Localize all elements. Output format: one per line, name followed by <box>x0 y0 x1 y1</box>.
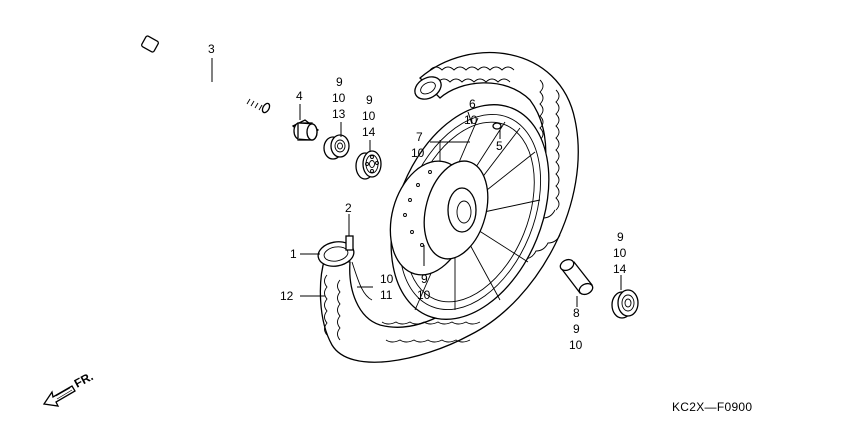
spoke-nipple-part-5 <box>492 122 502 130</box>
callout-6-10: 6 10 <box>464 97 478 127</box>
svg-text:9: 9 <box>421 272 428 286</box>
front-direction-label: FR. <box>72 369 96 390</box>
svg-text:12: 12 <box>280 289 294 303</box>
tube-cutaway-part-1 <box>317 241 355 267</box>
svg-text:10: 10 <box>411 146 425 160</box>
callout-10-11: 10 11 <box>380 272 394 302</box>
collar-part-4 <box>291 119 320 141</box>
svg-text:11: 11 <box>380 288 393 302</box>
bearing-part-14-lower <box>611 289 639 319</box>
callout-5: 5 <box>496 139 503 153</box>
bearing-part-14-upper <box>355 150 382 180</box>
rim-band-part-11 <box>351 261 373 301</box>
svg-text:9: 9 <box>366 93 373 107</box>
svg-text:14: 14 <box>613 262 627 276</box>
leader-lines <box>211 58 622 307</box>
svg-text:4: 4 <box>296 89 303 103</box>
svg-text:14: 14 <box>362 125 376 139</box>
callout-9-10-14-upper: 9 10 14 <box>362 93 376 139</box>
callout-9-10-13: 9 10 13 <box>332 75 346 121</box>
svg-text:10: 10 <box>380 272 394 286</box>
svg-text:7: 7 <box>416 130 423 144</box>
callout-3: 3 <box>208 42 215 56</box>
valve-part-2 <box>345 226 354 251</box>
svg-text:6: 6 <box>469 97 476 111</box>
wheel-hub <box>389 160 489 276</box>
diagram-code: KC2X—F0900 <box>672 400 752 414</box>
collar-part-8 <box>559 258 594 296</box>
callout-9-10-14-lower: 9 10 14 <box>613 230 627 276</box>
front-axle <box>141 35 271 114</box>
svg-text:9: 9 <box>573 322 580 336</box>
callout-1: 1 <box>290 247 297 261</box>
svg-text:13: 13 <box>332 107 346 121</box>
svg-text:10: 10 <box>332 91 346 105</box>
svg-text:9: 9 <box>336 75 343 89</box>
svg-text:9: 9 <box>617 230 624 244</box>
svg-text:8: 8 <box>573 306 580 320</box>
svg-text:3: 3 <box>208 42 215 56</box>
dust-seal-part-13 <box>323 134 350 160</box>
callout-4: 4 <box>296 89 303 103</box>
svg-text:5: 5 <box>496 139 503 153</box>
svg-text:10: 10 <box>362 109 376 123</box>
svg-text:10: 10 <box>569 338 583 352</box>
svg-text:10: 10 <box>417 288 431 302</box>
svg-text:2: 2 <box>345 201 352 215</box>
callout-12: 12 <box>280 289 294 303</box>
callout-2: 2 <box>345 201 352 215</box>
svg-text:10: 10 <box>464 113 478 127</box>
callout-9-10-mid: 9 10 <box>417 272 431 302</box>
svg-text:10: 10 <box>613 246 627 260</box>
callout-7-10: 7 10 <box>411 130 425 160</box>
front-direction-arrow-icon: FR. <box>42 369 96 407</box>
svg-text:1: 1 <box>290 247 297 261</box>
tire-cutaway-top <box>414 76 442 100</box>
callout-8-9-10: 8 9 10 <box>569 306 583 352</box>
